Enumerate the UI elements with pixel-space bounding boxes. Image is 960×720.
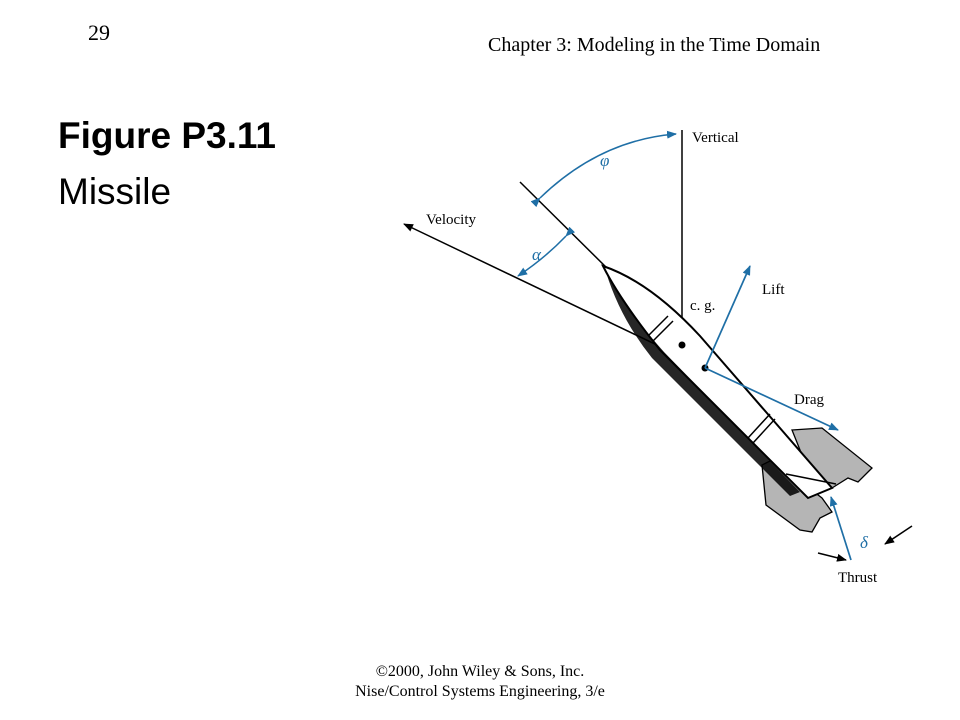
footer: ©2000, John Wiley & Sons, Inc. Nise/Cont… — [0, 662, 960, 702]
book-title-line: Nise/Control Systems Engineering, 3/e — [355, 683, 605, 700]
delta-reference-line — [884, 525, 913, 545]
lift-arrow — [704, 265, 751, 369]
delta-tick — [817, 552, 847, 562]
lift-label: Lift — [762, 282, 785, 298]
cg-label: c. g. — [690, 298, 715, 314]
missile-body — [601, 264, 834, 500]
delta-label: δ — [860, 533, 869, 552]
cg-dot — [678, 341, 686, 349]
figure-subtitle: Missile — [58, 171, 172, 212]
velocity-label: Velocity — [426, 212, 476, 228]
body-ring-lower — [747, 413, 771, 439]
nozzle-line — [785, 473, 837, 485]
body-ring-upper-2 — [652, 320, 674, 342]
drag-label: Drag — [794, 392, 824, 408]
chapter-title: Chapter 3: Modeling in the Time Domain — [488, 34, 821, 56]
thrust-label: Thrust — [838, 570, 878, 586]
alpha-label: α — [532, 245, 542, 264]
thrust-arrow — [829, 496, 852, 561]
phi-label: φ — [600, 151, 609, 170]
page-number: 29 — [88, 20, 110, 45]
figure-title: Figure P3.11 — [58, 115, 276, 156]
body-ring-lower-2 — [752, 418, 776, 444]
vertical-label: Vertical — [692, 130, 739, 146]
missile-shading — [606, 272, 800, 496]
alpha-arc — [517, 226, 576, 277]
drag-arrow — [704, 367, 839, 431]
copyright-line: ©2000, John Wiley & Sons, Inc. — [375, 663, 585, 680]
phi-arc — [530, 130, 677, 208]
body-ring-upper — [647, 315, 669, 337]
